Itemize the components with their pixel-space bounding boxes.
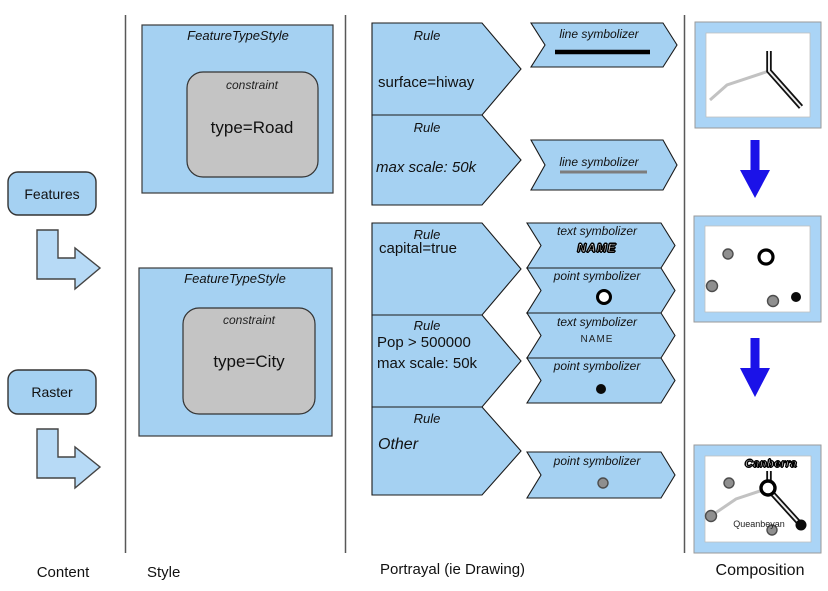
symbolizer-shape-point-2 xyxy=(526,357,676,404)
rule-body-capital-true: capital=true xyxy=(379,240,457,257)
rule-title-5: Rule xyxy=(413,411,441,426)
map-preview-composed xyxy=(693,444,822,554)
column-dividers xyxy=(124,15,686,553)
feature-type-style-title-1: FeatureTypeStyle xyxy=(187,28,289,43)
rule-shape-surface-hiway xyxy=(371,22,522,116)
column-label-content: Content xyxy=(36,564,90,581)
map3-gray-dot-1 xyxy=(723,477,735,489)
queanbeyan-map-label: Queanbeyan xyxy=(733,519,785,529)
symbolizer-shape-point-3 xyxy=(526,451,676,499)
map3-gray-dot-2 xyxy=(704,509,718,523)
constraint-value-road: type=Road xyxy=(210,118,294,137)
map3-gray-road xyxy=(710,487,767,518)
features-bent-arrow-icon xyxy=(36,229,102,291)
content-flow-arrows xyxy=(36,229,102,490)
raster-box xyxy=(7,369,97,415)
rule-title-3: Rule xyxy=(413,227,441,242)
map3-open-circle xyxy=(759,479,777,497)
flow-arrow-down-2 xyxy=(740,338,770,397)
outlined-name-text: NAME xyxy=(577,241,617,256)
rule-body-pop-line2: max scale: 50k xyxy=(377,355,478,372)
map-preview-points xyxy=(693,215,822,323)
flow-arrow-down-1 xyxy=(740,140,770,198)
constraint-box-city xyxy=(182,307,316,415)
rule-shape-pop xyxy=(371,314,522,408)
map3-gray-dot-3 xyxy=(766,524,778,536)
map2-gray-dot-1 xyxy=(722,248,734,260)
features-label: Features xyxy=(24,186,80,202)
map2-gray-dot-3 xyxy=(766,294,780,308)
rule-title-4: Rule xyxy=(413,318,441,333)
constraint-title-2: constraint xyxy=(222,313,276,327)
map1-highway-center xyxy=(768,51,802,108)
map2-open-circle xyxy=(757,248,775,266)
rule-title-1: Rule xyxy=(413,28,441,43)
rule-shape-other xyxy=(371,406,522,496)
rule-body-other: Other xyxy=(378,436,419,453)
map2-black-dot xyxy=(791,292,801,302)
rule-body-pop-line1: Pop > 500000 xyxy=(377,334,471,351)
constraint-box-road xyxy=(186,71,319,178)
map1-gray-road xyxy=(709,69,770,102)
gray-dot-icon xyxy=(597,477,609,489)
symbolizer-label-line-2: line symbolizer xyxy=(559,155,639,169)
rule-shape-capital-true xyxy=(371,222,522,316)
features-box xyxy=(7,171,97,216)
plain-name-text: NAME xyxy=(580,334,614,345)
symbolizer-label-point-1: point symbolizer xyxy=(553,269,641,283)
constraint-boxes xyxy=(182,71,319,415)
open-circle-icon xyxy=(596,289,612,305)
feature-type-style-title-2: FeatureTypeStyle xyxy=(184,271,286,286)
rule-shape-max-scale xyxy=(371,114,522,206)
constraint-value-city: type=City xyxy=(213,352,285,371)
rule-shapes xyxy=(371,22,522,496)
map2-gray-dot-2 xyxy=(705,279,719,293)
symbolizer-label-text-2: text symbolizer xyxy=(556,315,638,329)
canberra-map-label: Canberra xyxy=(744,458,798,471)
symbolizer-label-line-1: line symbolizer xyxy=(559,27,639,41)
map-preview-roads xyxy=(694,21,822,129)
symbolizer-label-text-1: text symbolizer xyxy=(556,224,638,238)
symbolizer-shape-line-2 xyxy=(530,139,678,191)
symbolizer-label-point-2: point symbolizer xyxy=(553,359,641,373)
rule-body-max-scale: max scale: 50k xyxy=(376,159,477,176)
raster-bent-arrow-icon xyxy=(36,428,102,490)
black-dot-icon xyxy=(596,384,606,394)
column-label-portrayal: Portrayal (ie Drawing) xyxy=(380,561,526,578)
symbolizer-shapes xyxy=(526,22,678,499)
raster-label: Raster xyxy=(31,384,73,400)
constraint-title-1: constraint xyxy=(225,78,279,92)
content-nodes xyxy=(7,171,97,415)
column-label-composition: Composition xyxy=(715,562,805,579)
rule-body-surface-hiway: surface=hiway xyxy=(378,74,475,91)
rule-title-2: Rule xyxy=(413,120,441,135)
symbolizer-shape-line-1 xyxy=(529,22,678,68)
map3-black-dot xyxy=(795,519,807,531)
map3-area xyxy=(704,455,812,543)
column-label-style: Style xyxy=(147,564,181,581)
symbolizer-label-point-3: point symbolizer xyxy=(553,454,641,468)
